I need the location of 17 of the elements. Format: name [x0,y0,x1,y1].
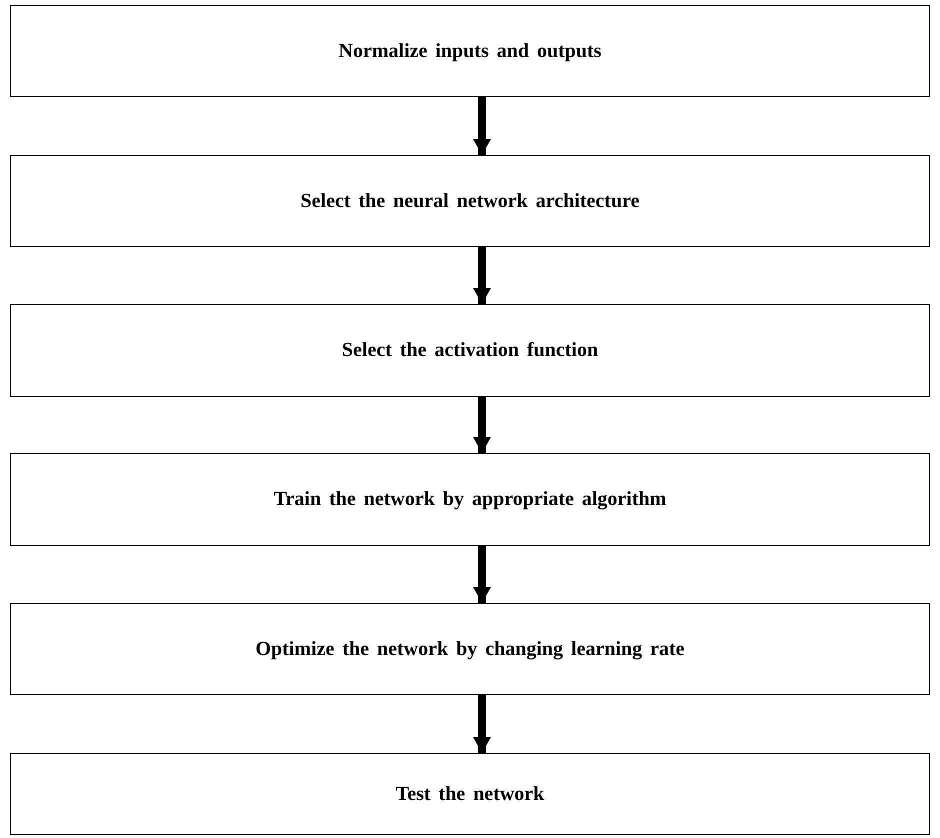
process-box [10,155,930,247]
arrow [473,546,491,603]
arrow [473,695,491,753]
process-box [10,5,930,97]
arrow [473,247,491,304]
process-box [10,453,930,546]
step-text: Optimize the network by changing learning rate [255,638,685,660]
step-text: Normalize inputs and outputs [338,40,602,62]
process-box [10,753,930,835]
step-text: Train the network by appropriate algorithm [274,488,666,511]
process-box [10,603,930,695]
step-text: Select the neural network architecture [300,190,640,212]
process-box [10,304,930,397]
arrow [473,97,491,155]
arrow [473,397,491,453]
step-text: Select the activation function [342,339,598,362]
step-text: Test the network [396,782,544,806]
